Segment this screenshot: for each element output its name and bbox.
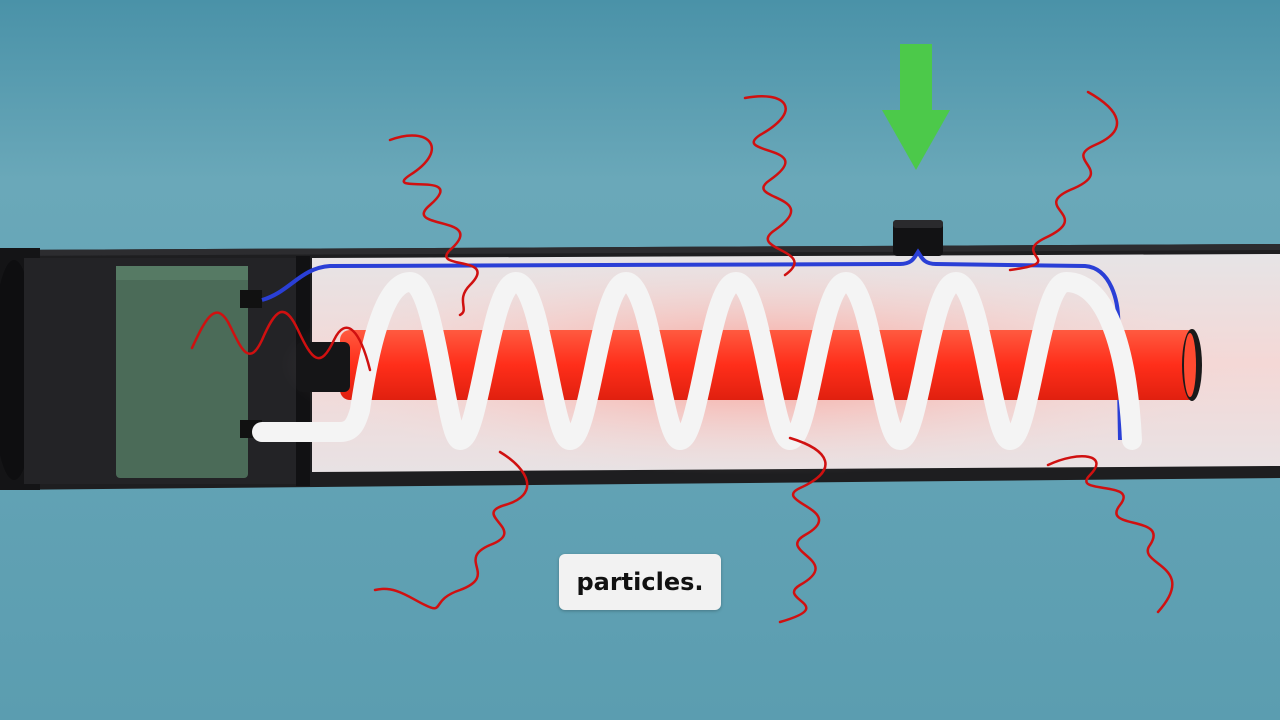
subtitle-caption: particles. — [559, 554, 721, 610]
terminal-block — [116, 266, 262, 478]
